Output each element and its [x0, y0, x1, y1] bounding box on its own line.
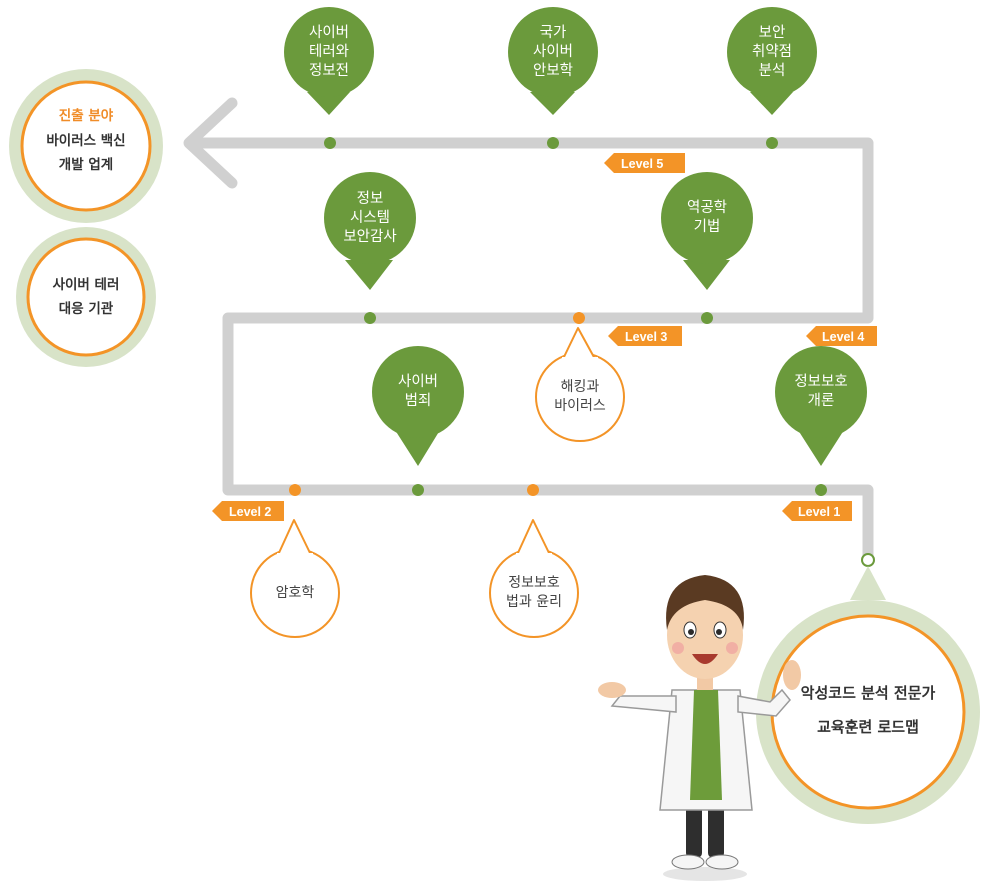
- track-dots: [289, 137, 875, 567]
- level-2-tag: [212, 501, 284, 521]
- level-5-label: Level 5: [621, 157, 663, 171]
- bubble-law-ethics: [489, 519, 579, 638]
- teacher-character-icon: [598, 575, 801, 881]
- title-circle: [756, 566, 980, 824]
- level-1-tag: [782, 501, 852, 521]
- career-vaccine-circle: [9, 69, 163, 223]
- level-4-label: Level 4: [822, 330, 864, 344]
- pin-reverse-eng: [661, 172, 753, 290]
- arrow-left-icon: [183, 97, 238, 189]
- pin-national-security: [508, 7, 598, 115]
- level-5-tag: [604, 153, 685, 173]
- level-2-label: Level 2: [229, 505, 271, 519]
- bubble-hacking-virus: [535, 327, 625, 442]
- level-3-tag: [608, 326, 682, 346]
- pin-vuln-analysis: [727, 7, 817, 115]
- roadmap-track: [195, 137, 874, 558]
- career-agency-circle: [16, 227, 156, 367]
- level-3-label: Level 3: [625, 330, 667, 344]
- pin-infosec-intro: [775, 346, 867, 466]
- bubble-cryptography: [250, 519, 340, 638]
- pin-cyber-terror: [284, 7, 374, 115]
- level-4-tag: [806, 326, 877, 346]
- level-1-label: Level 1: [798, 505, 840, 519]
- pin-is-audit: [324, 172, 416, 290]
- pin-cyber-crime: [372, 346, 464, 466]
